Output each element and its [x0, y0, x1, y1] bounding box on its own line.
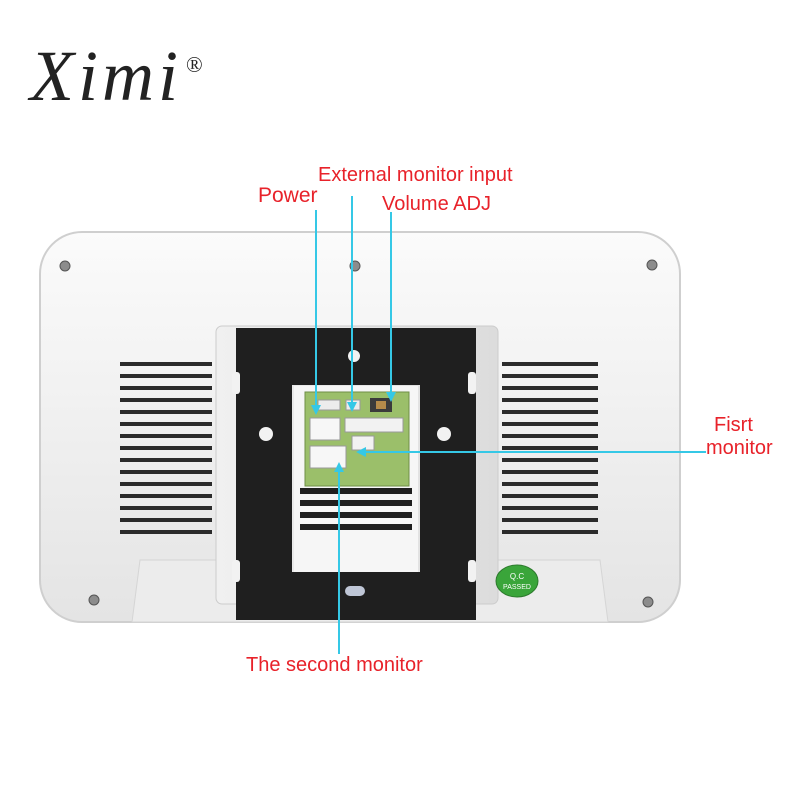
qc-badge-line1: Q.C [510, 572, 524, 581]
qc-passed-badge: Q.C PASSED [495, 564, 539, 598]
label-external-monitor-input: External monitor input [318, 164, 513, 186]
board-connectors [309, 398, 404, 469]
label-first-monitor: Fisrt monitor [706, 414, 773, 460]
label-first-monitor-line1: Fisrt [714, 414, 753, 436]
label-power: Power [258, 184, 318, 207]
qc-badge-line2: PASSED [503, 584, 531, 591]
label-first-monitor-line2: monitor [706, 437, 773, 459]
left-vent [120, 362, 212, 534]
brand-logo-text: Ximi [30, 36, 182, 116]
brand-logo: Ximi® [30, 40, 207, 112]
registered-mark: ® [185, 52, 207, 77]
label-second-monitor: The second monitor [246, 654, 423, 676]
pointer-lines [315, 196, 706, 654]
pointer-arrowheads [311, 392, 396, 472]
label-volume-adj: Volume ADJ [382, 193, 491, 215]
wall-bracket [236, 328, 476, 620]
right-vent [502, 362, 598, 534]
lower-grille [300, 488, 412, 530]
